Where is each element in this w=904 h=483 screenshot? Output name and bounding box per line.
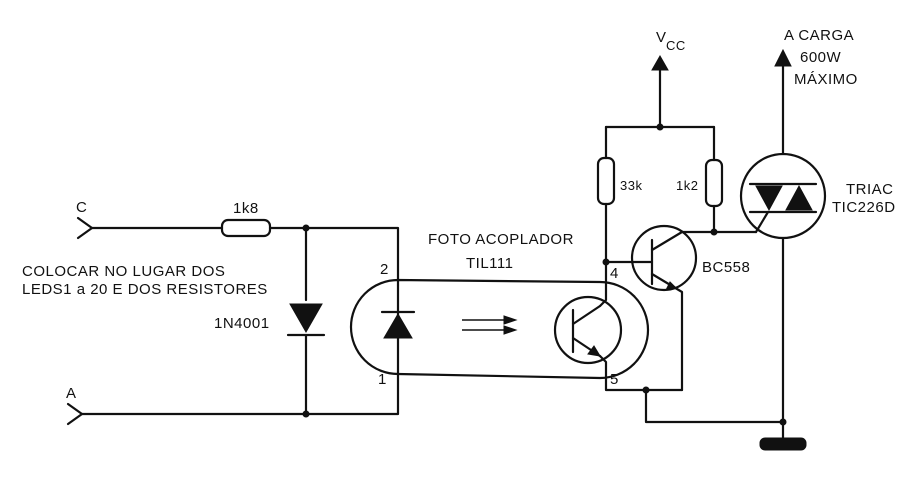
label-terminal-a: A: [66, 385, 77, 402]
label-transistor: BC558: [702, 259, 750, 276]
junction-dot: [302, 224, 310, 232]
vcc-arrow-icon: [651, 54, 669, 71]
resistor-1k2: [704, 158, 724, 208]
ground-icon: [759, 437, 807, 451]
label-load-3: MÁXIMO: [794, 71, 858, 88]
terminal-c-arrow: [76, 216, 94, 240]
label-load-1: A CARGA: [784, 27, 854, 44]
wire-r1-to-node: [268, 226, 400, 287]
label-diode: 1N4001: [214, 315, 270, 332]
optocoupler-led: [380, 310, 416, 339]
note-line-1: COLOCAR NO LUGAR DOS: [22, 263, 225, 280]
wire-a-line: [80, 370, 400, 416]
label-load-2: 600W: [800, 49, 842, 66]
label-pin-2: 2: [380, 261, 389, 278]
label-r-1k2: 1k2: [676, 178, 698, 193]
label-vcc-cc: CC: [666, 38, 686, 53]
wire-pin4: [598, 260, 608, 308]
label-r-input: 1k8: [233, 200, 259, 217]
label-optocoupler-1: FOTO ACOPLADOR: [428, 231, 574, 248]
junction-dot: [642, 386, 650, 394]
wire-pin5: [598, 354, 648, 392]
label-optocoupler-2: TIL111: [466, 255, 513, 272]
label-triac-2: TIC226D: [832, 199, 896, 216]
resistor-33k: [596, 156, 616, 206]
terminal-a-arrow: [66, 402, 84, 426]
junction-dot: [656, 123, 664, 131]
label-pin-1: 1: [378, 371, 387, 388]
note-line-2: LEDS1 a 20 E DOS RESISTORES: [22, 281, 268, 298]
triac-tic226d: [739, 152, 827, 240]
label-r-33k: 33k: [620, 178, 642, 193]
transistor-bc558: [604, 224, 716, 392]
wire-ground-rail: [644, 388, 785, 424]
label-vcc-v: V: [656, 29, 667, 46]
label-pin-5: 5: [610, 371, 619, 388]
resistor-1k8: [220, 218, 272, 238]
load-arrow-icon: [774, 48, 792, 67]
label-terminal-c: C: [76, 199, 87, 216]
optocoupler-body: [349, 278, 650, 380]
phototransistor: [553, 295, 623, 365]
light-arrows-icon: [462, 315, 518, 335]
label-triac-1: TRIAC: [846, 181, 894, 198]
label-pin-4: 4: [610, 265, 619, 282]
junction-dot: [302, 410, 310, 418]
diode-1n4001: [286, 303, 326, 337]
